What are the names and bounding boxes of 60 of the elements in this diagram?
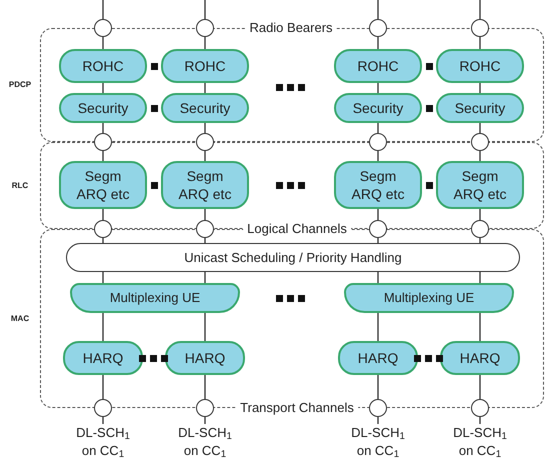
connector-line [204, 375, 206, 399]
connector-line [102, 123, 104, 133]
connector-line [479, 375, 481, 399]
connector-line [377, 83, 379, 93]
function-box: HARQ [338, 341, 418, 375]
function-box: ROHC [436, 49, 524, 83]
function-box: Security [161, 93, 249, 123]
connector-line [479, 209, 481, 220]
connector-line [204, 209, 206, 220]
connector-line [204, 37, 206, 49]
connector-line [102, 375, 104, 399]
function-box: Segm ARQ etc [59, 161, 147, 209]
channel-type-label: Transport Channels [236, 400, 358, 416]
connector-line [102, 37, 104, 49]
connector-line [102, 209, 104, 220]
connector-line [204, 313, 206, 341]
function-box: Security [436, 93, 524, 123]
connector-line [102, 83, 104, 93]
function-box: HARQ [440, 341, 520, 375]
function-box: Security [334, 93, 422, 123]
layer-label: PDCP [8, 79, 32, 91]
connector-line [204, 272, 206, 283]
connector-line [479, 151, 481, 161]
connector-line [102, 0, 104, 19]
connector-line [204, 123, 206, 133]
scheduling-bar: Unicast Scheduling / Priority Handling [66, 243, 520, 272]
connector-line [377, 37, 379, 49]
connector-line [377, 209, 379, 220]
connector-line [377, 375, 379, 399]
connector-line [377, 123, 379, 133]
connector-line [479, 37, 481, 49]
connector-line [479, 272, 481, 283]
function-box: Segm ARQ etc [161, 161, 249, 209]
multiplexing-block: Multiplexing UE [70, 283, 240, 313]
function-box: ROHC [334, 49, 422, 83]
function-box: Security [59, 93, 147, 123]
function-box: Segm ARQ etc [436, 161, 524, 209]
connector-line [479, 123, 481, 133]
function-box: ROHC [161, 49, 249, 83]
function-box: Segm ARQ etc [334, 161, 422, 209]
function-box: ROHC [59, 49, 147, 83]
connector-line [204, 151, 206, 161]
layer-label: MAC [10, 312, 30, 324]
function-box: HARQ [63, 341, 143, 375]
connector-line [204, 0, 206, 19]
connector-line [102, 313, 104, 341]
function-box: HARQ [165, 341, 245, 375]
connector-line [102, 272, 104, 283]
layer-label: RLC [10, 180, 30, 192]
connector-line [377, 151, 379, 161]
multiplexing-block: Multiplexing UE [344, 283, 514, 313]
connector-line [479, 83, 481, 93]
connector-line [377, 0, 379, 19]
channel-type-label: Logical Channels [243, 221, 351, 237]
connector-line [479, 313, 481, 341]
connector-line [102, 151, 104, 161]
connector-line [377, 313, 379, 341]
connector-line [204, 83, 206, 93]
connector-line [479, 0, 481, 19]
connector-line [377, 272, 379, 283]
